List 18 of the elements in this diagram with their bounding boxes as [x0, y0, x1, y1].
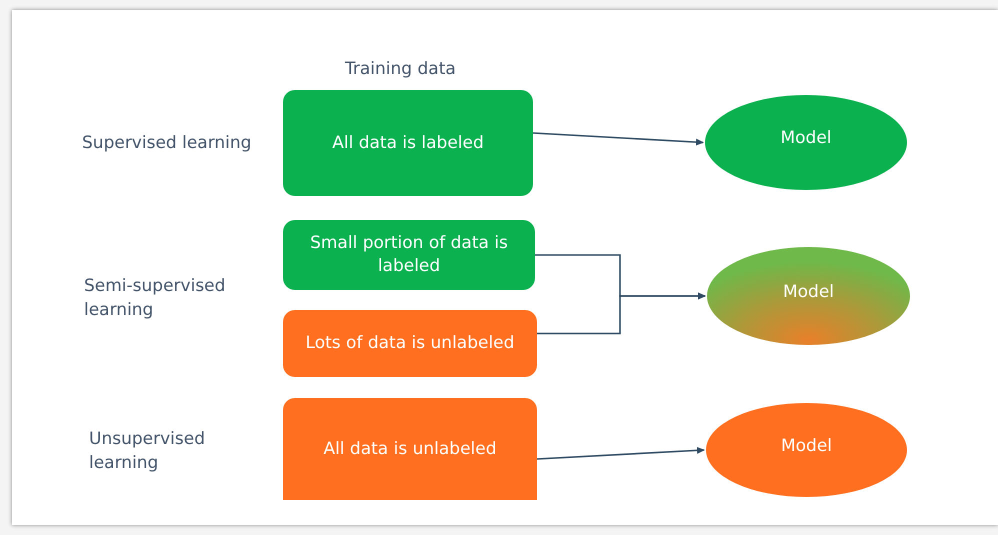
data-description: All data is labeled [332, 132, 484, 154]
row-label: Supervised learning [82, 132, 252, 155]
model-label: Model [780, 434, 832, 458]
row-label: Semi-supervised learning [84, 275, 226, 322]
row-label: Unsupervised learning [89, 428, 206, 475]
arrow [537, 292, 706, 334]
arrow [536, 446, 705, 460]
data-box [283, 310, 537, 377]
data-description: Small portion of data is labeled [309, 232, 509, 278]
column-heading: Training data [345, 58, 457, 81]
data-description: Lots of data is unlabeled [306, 332, 514, 355]
data-box [283, 90, 533, 196]
arrow [532, 132, 704, 146]
model-label: Model [782, 280, 834, 304]
data-box [283, 220, 535, 290]
model-label: Model [780, 127, 832, 150]
data-description: All data is unlabeled [323, 438, 497, 460]
data-box [283, 398, 537, 500]
